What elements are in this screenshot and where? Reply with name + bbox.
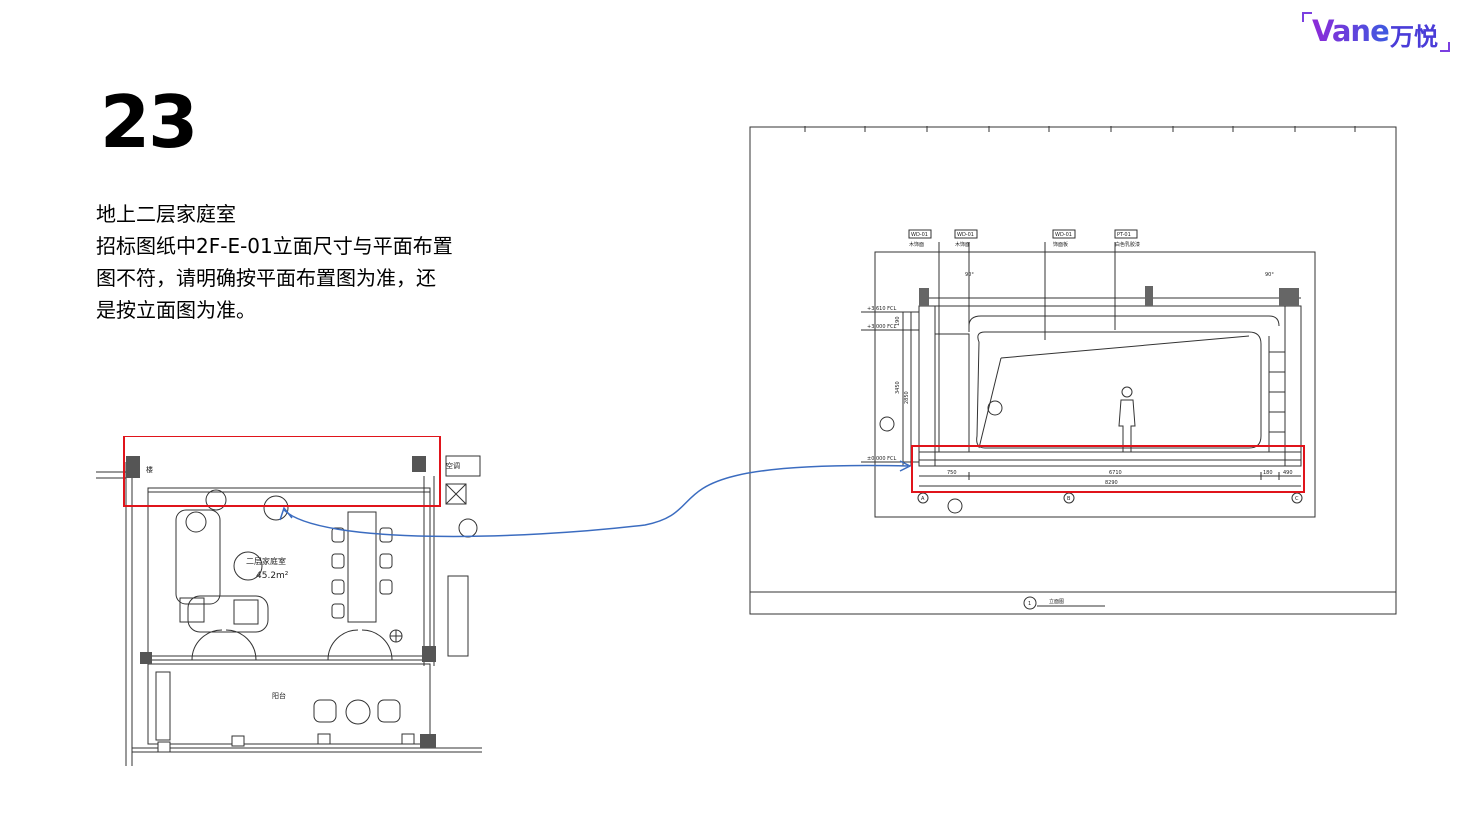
- material-tag: WD-01: [1055, 232, 1072, 238]
- grid-label: C: [1295, 496, 1299, 502]
- dim-center: 6710: [1109, 470, 1122, 476]
- angle-label: 90°: [965, 272, 974, 278]
- description-line: 地上二层家庭室: [96, 202, 236, 226]
- brand-logo: Vane 万悦: [1302, 12, 1450, 52]
- description-line: 招标图纸中2F-E-01立面尺寸与平面布置: [96, 234, 453, 258]
- level-floor: ±0.000 FCL: [867, 456, 896, 462]
- grid-label: B: [1067, 496, 1071, 502]
- dim-total: 8290: [1105, 480, 1118, 486]
- description-line: 图不符，请明确按平面布置图为准，还: [96, 266, 436, 290]
- material-label: 白色乳胶漆: [1115, 241, 1140, 248]
- material-tag: WD-01: [911, 232, 928, 238]
- dim-right-b: 490: [1283, 470, 1293, 476]
- stair-label: 楼: [146, 465, 153, 474]
- title-number: 1: [1028, 601, 1031, 607]
- dim-left: 750: [947, 470, 957, 476]
- level-mid: +3.000 FCL: [867, 324, 896, 330]
- slide-number: 23: [100, 80, 198, 164]
- dim-right-a: 180: [1263, 470, 1273, 476]
- material-tag: PT-01: [1117, 232, 1131, 238]
- vdim-top: 190: [895, 316, 901, 326]
- grid-label: A: [921, 496, 925, 502]
- material-tag: WD-01: [957, 232, 974, 238]
- floor-plan-drawing: 二层家庭室 45.2m² 阳台 空调 楼: [96, 436, 482, 766]
- logo-wordmark: Vane: [1312, 14, 1390, 48]
- balcony-label: 阳台: [272, 691, 286, 700]
- logo-chinese: 万悦: [1390, 23, 1438, 51]
- drawing-title: 立面图: [1049, 598, 1064, 605]
- room-area: 45.2m²: [256, 571, 289, 581]
- elevation-drawing: 750 6710 180 490 8290 +3.610 FCL +3.000 …: [749, 126, 1397, 615]
- vdim-inner: 2850: [904, 391, 910, 404]
- room-name: 二层家庭室: [246, 556, 286, 566]
- ac-label: 空调: [446, 461, 460, 470]
- angle-label: 90°: [1265, 272, 1274, 278]
- description-line: 是按立面图为准。: [96, 298, 256, 322]
- vdim-total: 3450: [895, 381, 901, 394]
- material-label: 木饰面: [909, 241, 924, 248]
- level-top: +3.610 FCL: [867, 306, 896, 312]
- issue-description: 地上二层家庭室 招标图纸中2F-E-01立面尺寸与平面布置 图不符，请明确按平面…: [96, 198, 486, 326]
- plan-highlight-box: [123, 436, 441, 507]
- material-label: 木饰面: [955, 241, 970, 248]
- material-label: 饰面板: [1053, 241, 1068, 248]
- elevation-highlight-box: [911, 445, 1305, 493]
